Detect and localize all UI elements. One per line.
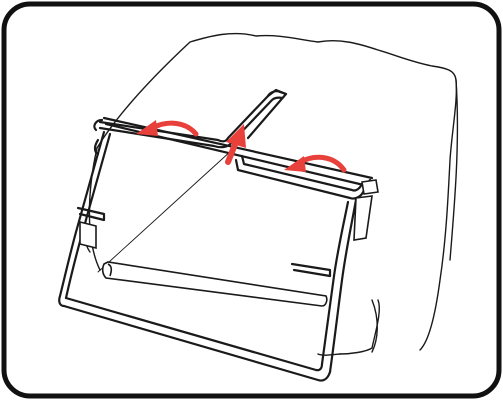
illustration-border [4,4,499,396]
